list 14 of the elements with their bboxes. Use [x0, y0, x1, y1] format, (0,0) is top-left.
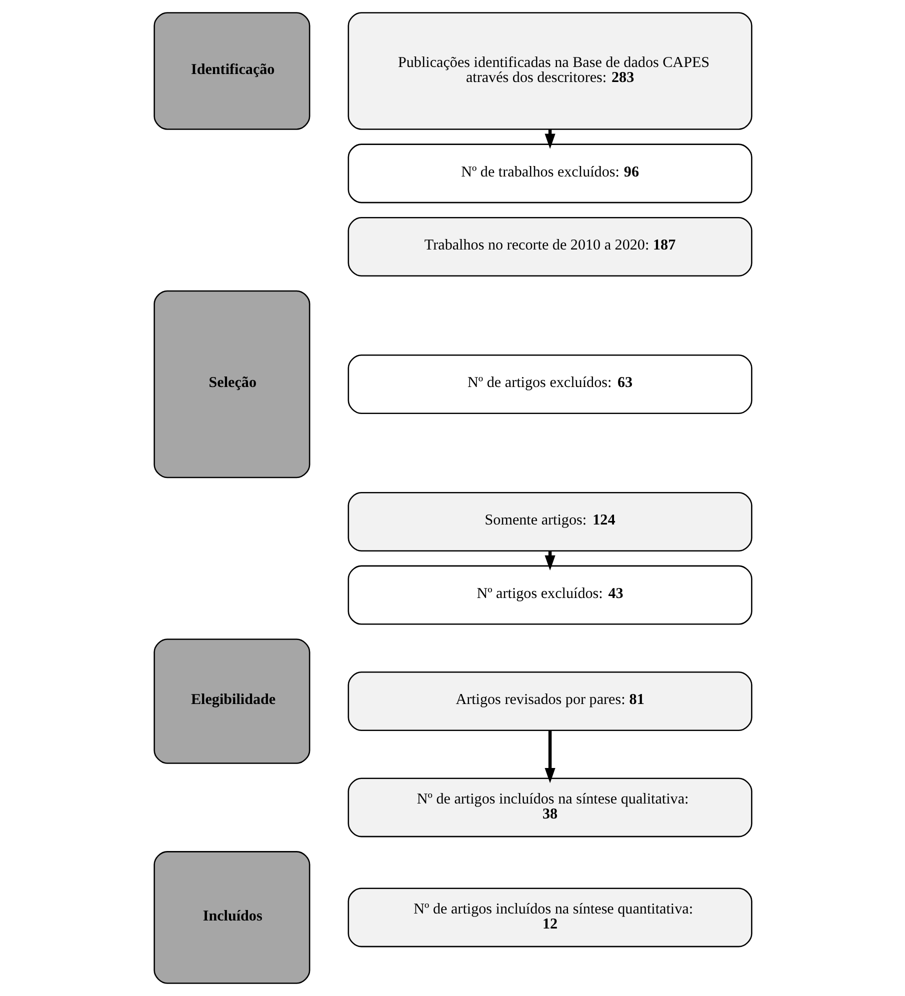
node-box: Nº de artigos incluídos na síntese qualitativa: 38: [347, 778, 752, 838]
node-box: Nº artigos excluídos: 43: [347, 565, 752, 625]
node-box: Publicações identificadas na Base de dados CAPES através dos descritores: 283: [347, 12, 752, 130]
node-box: Somente artigos: 124: [347, 492, 752, 552]
arrow: [544, 730, 555, 784]
node-box: Elegibilidade: [153, 638, 310, 764]
node-box: Artigos revisados por pares: 81: [347, 672, 752, 732]
node-box: Incluídos: [153, 851, 310, 984]
node-box: Identificação: [153, 12, 310, 130]
node-box: Trabalhos no recorte de 2010 a 2020: 187: [347, 217, 752, 277]
node-box: Seleção: [153, 290, 310, 478]
node-box: Nº de artigos incluídos na síntese quantitativa: 12: [347, 888, 752, 948]
node-box: Nº de trabalhos excluídos: 96: [347, 144, 752, 204]
node-box: Nº de artigos excluídos: 63: [347, 354, 752, 414]
